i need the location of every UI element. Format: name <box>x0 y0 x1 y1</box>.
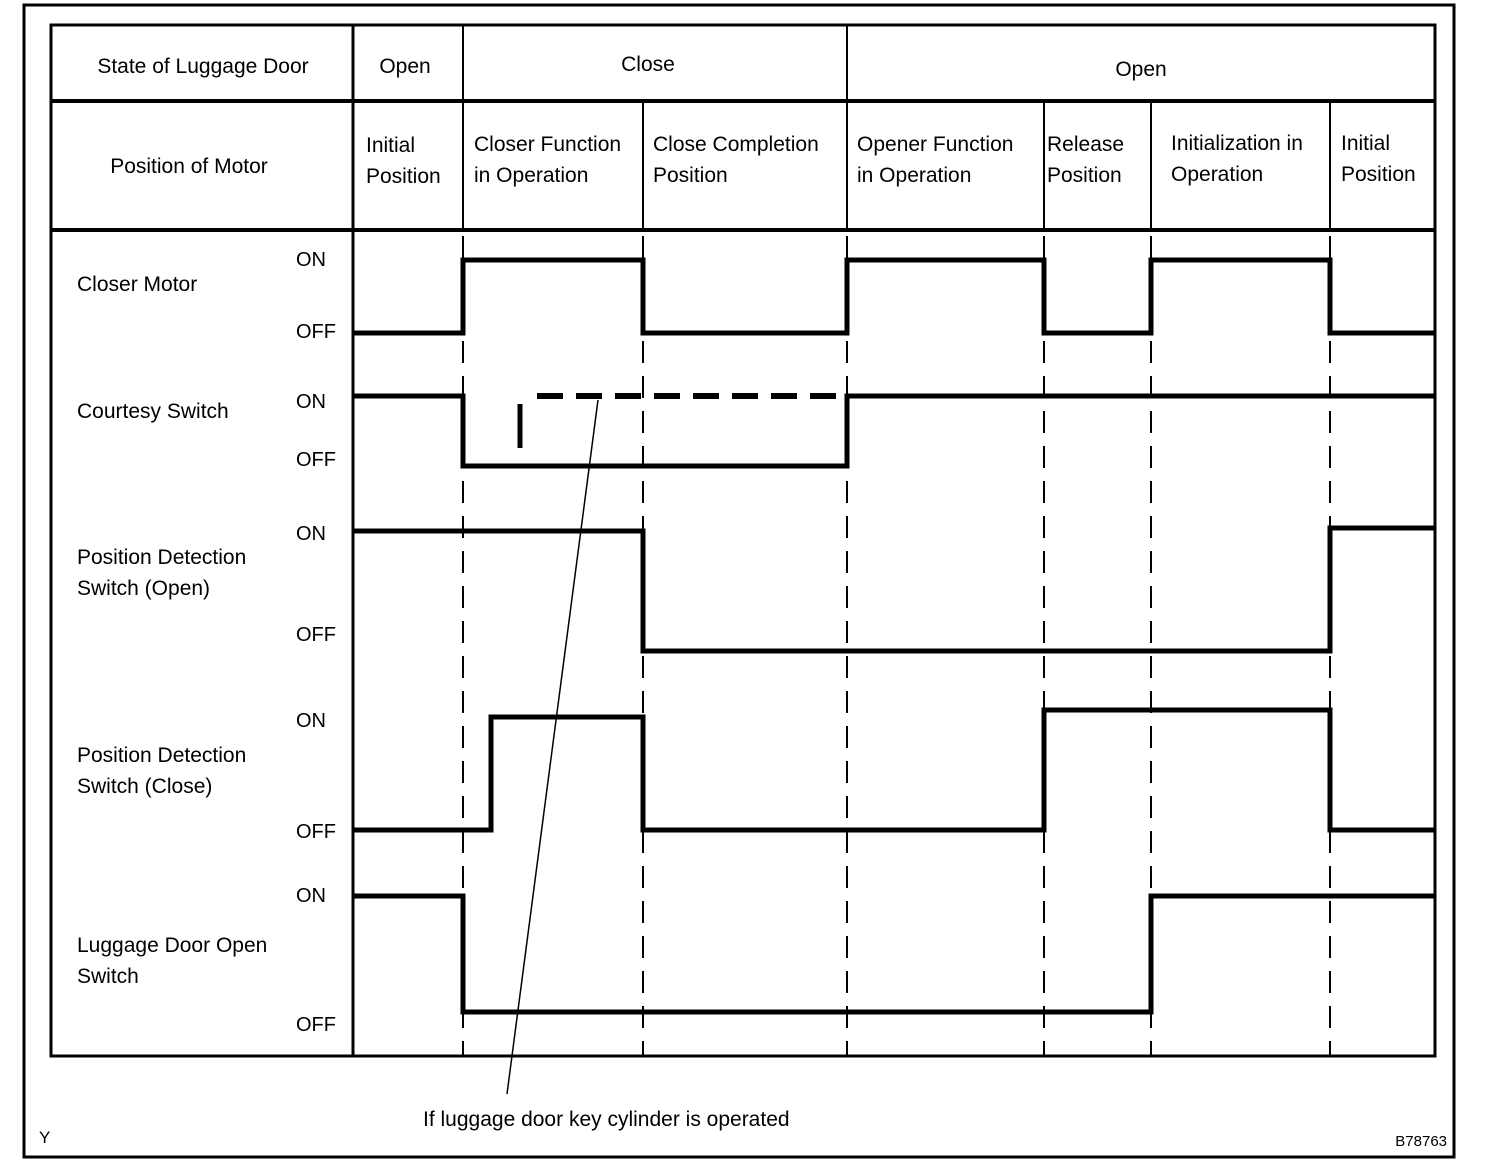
signal-label-pds-close-line1: Position Detection <box>77 744 246 767</box>
waveform-position-detection-open <box>353 525 1435 654</box>
position-initial-2-line1: Initial <box>1341 132 1390 155</box>
position-close-completion-line1: Close Completion <box>653 133 819 156</box>
position-initialization-line1: Initialization in <box>1171 132 1303 155</box>
figure-code: B78763 <box>1395 1133 1447 1150</box>
position-closer-line2: in Operation <box>474 164 588 187</box>
signal-label-courtesy-switch: Courtesy Switch <box>77 400 229 423</box>
waveform-luggage-door-open-switch <box>353 893 1435 1015</box>
position-initial-1-line1: Initial <box>366 134 415 157</box>
waveform-position-detection-close <box>353 707 1435 833</box>
state-close: Close <box>621 53 675 76</box>
level-off: OFF <box>296 449 336 471</box>
level-on: ON <box>296 885 326 907</box>
table-frame <box>49 23 1437 1058</box>
position-close-completion-line2: Position <box>653 164 728 187</box>
motor-header-label: Position of Motor <box>110 155 268 178</box>
signal-label-door-open-line2: Switch <box>77 965 139 988</box>
state-open-1: Open <box>379 55 430 78</box>
signal-label-pds-open-line2: Switch (Open) <box>77 577 210 600</box>
level-on: ON <box>296 710 326 732</box>
level-off: OFF <box>296 821 336 843</box>
annotation-leader-line <box>506 399 599 1095</box>
signal-label-pds-close-line2: Switch (Close) <box>77 775 212 798</box>
position-closer-line1: Closer Function <box>474 133 621 156</box>
position-release-line1: Release <box>1047 133 1124 156</box>
state-open-2: Open <box>1115 58 1166 81</box>
position-opener-line1: Opener Function <box>857 133 1013 156</box>
signal-label-closer-motor: Closer Motor <box>77 273 197 296</box>
annotation-text: If luggage door key cylinder is operated <box>423 1108 790 1131</box>
level-on: ON <box>296 249 326 271</box>
level-off: OFF <box>296 624 336 646</box>
signal-label-door-open-line1: Luggage Door Open <box>77 934 267 957</box>
position-release-line2: Position <box>1047 164 1122 187</box>
outer-frame <box>22 3 1456 1159</box>
level-off: OFF <box>296 1014 336 1036</box>
position-initial-2-line2: Position <box>1341 163 1416 186</box>
position-initial-1-line2: Position <box>366 165 441 188</box>
position-opener-line2: in Operation <box>857 164 971 187</box>
level-on: ON <box>296 523 326 545</box>
waveform-closer-motor <box>353 257 1435 336</box>
level-on: ON <box>296 391 326 413</box>
position-initialization-line2: Operation <box>1171 163 1263 186</box>
corner-mark: Y <box>39 1128 50 1147</box>
level-off: OFF <box>296 321 336 343</box>
phase-boundaries <box>462 236 1331 1056</box>
waveform-courtesy-switch <box>353 393 1435 469</box>
state-header-label: State of Luggage Door <box>97 55 308 78</box>
signal-label-pds-open-line1: Position Detection <box>77 546 246 569</box>
